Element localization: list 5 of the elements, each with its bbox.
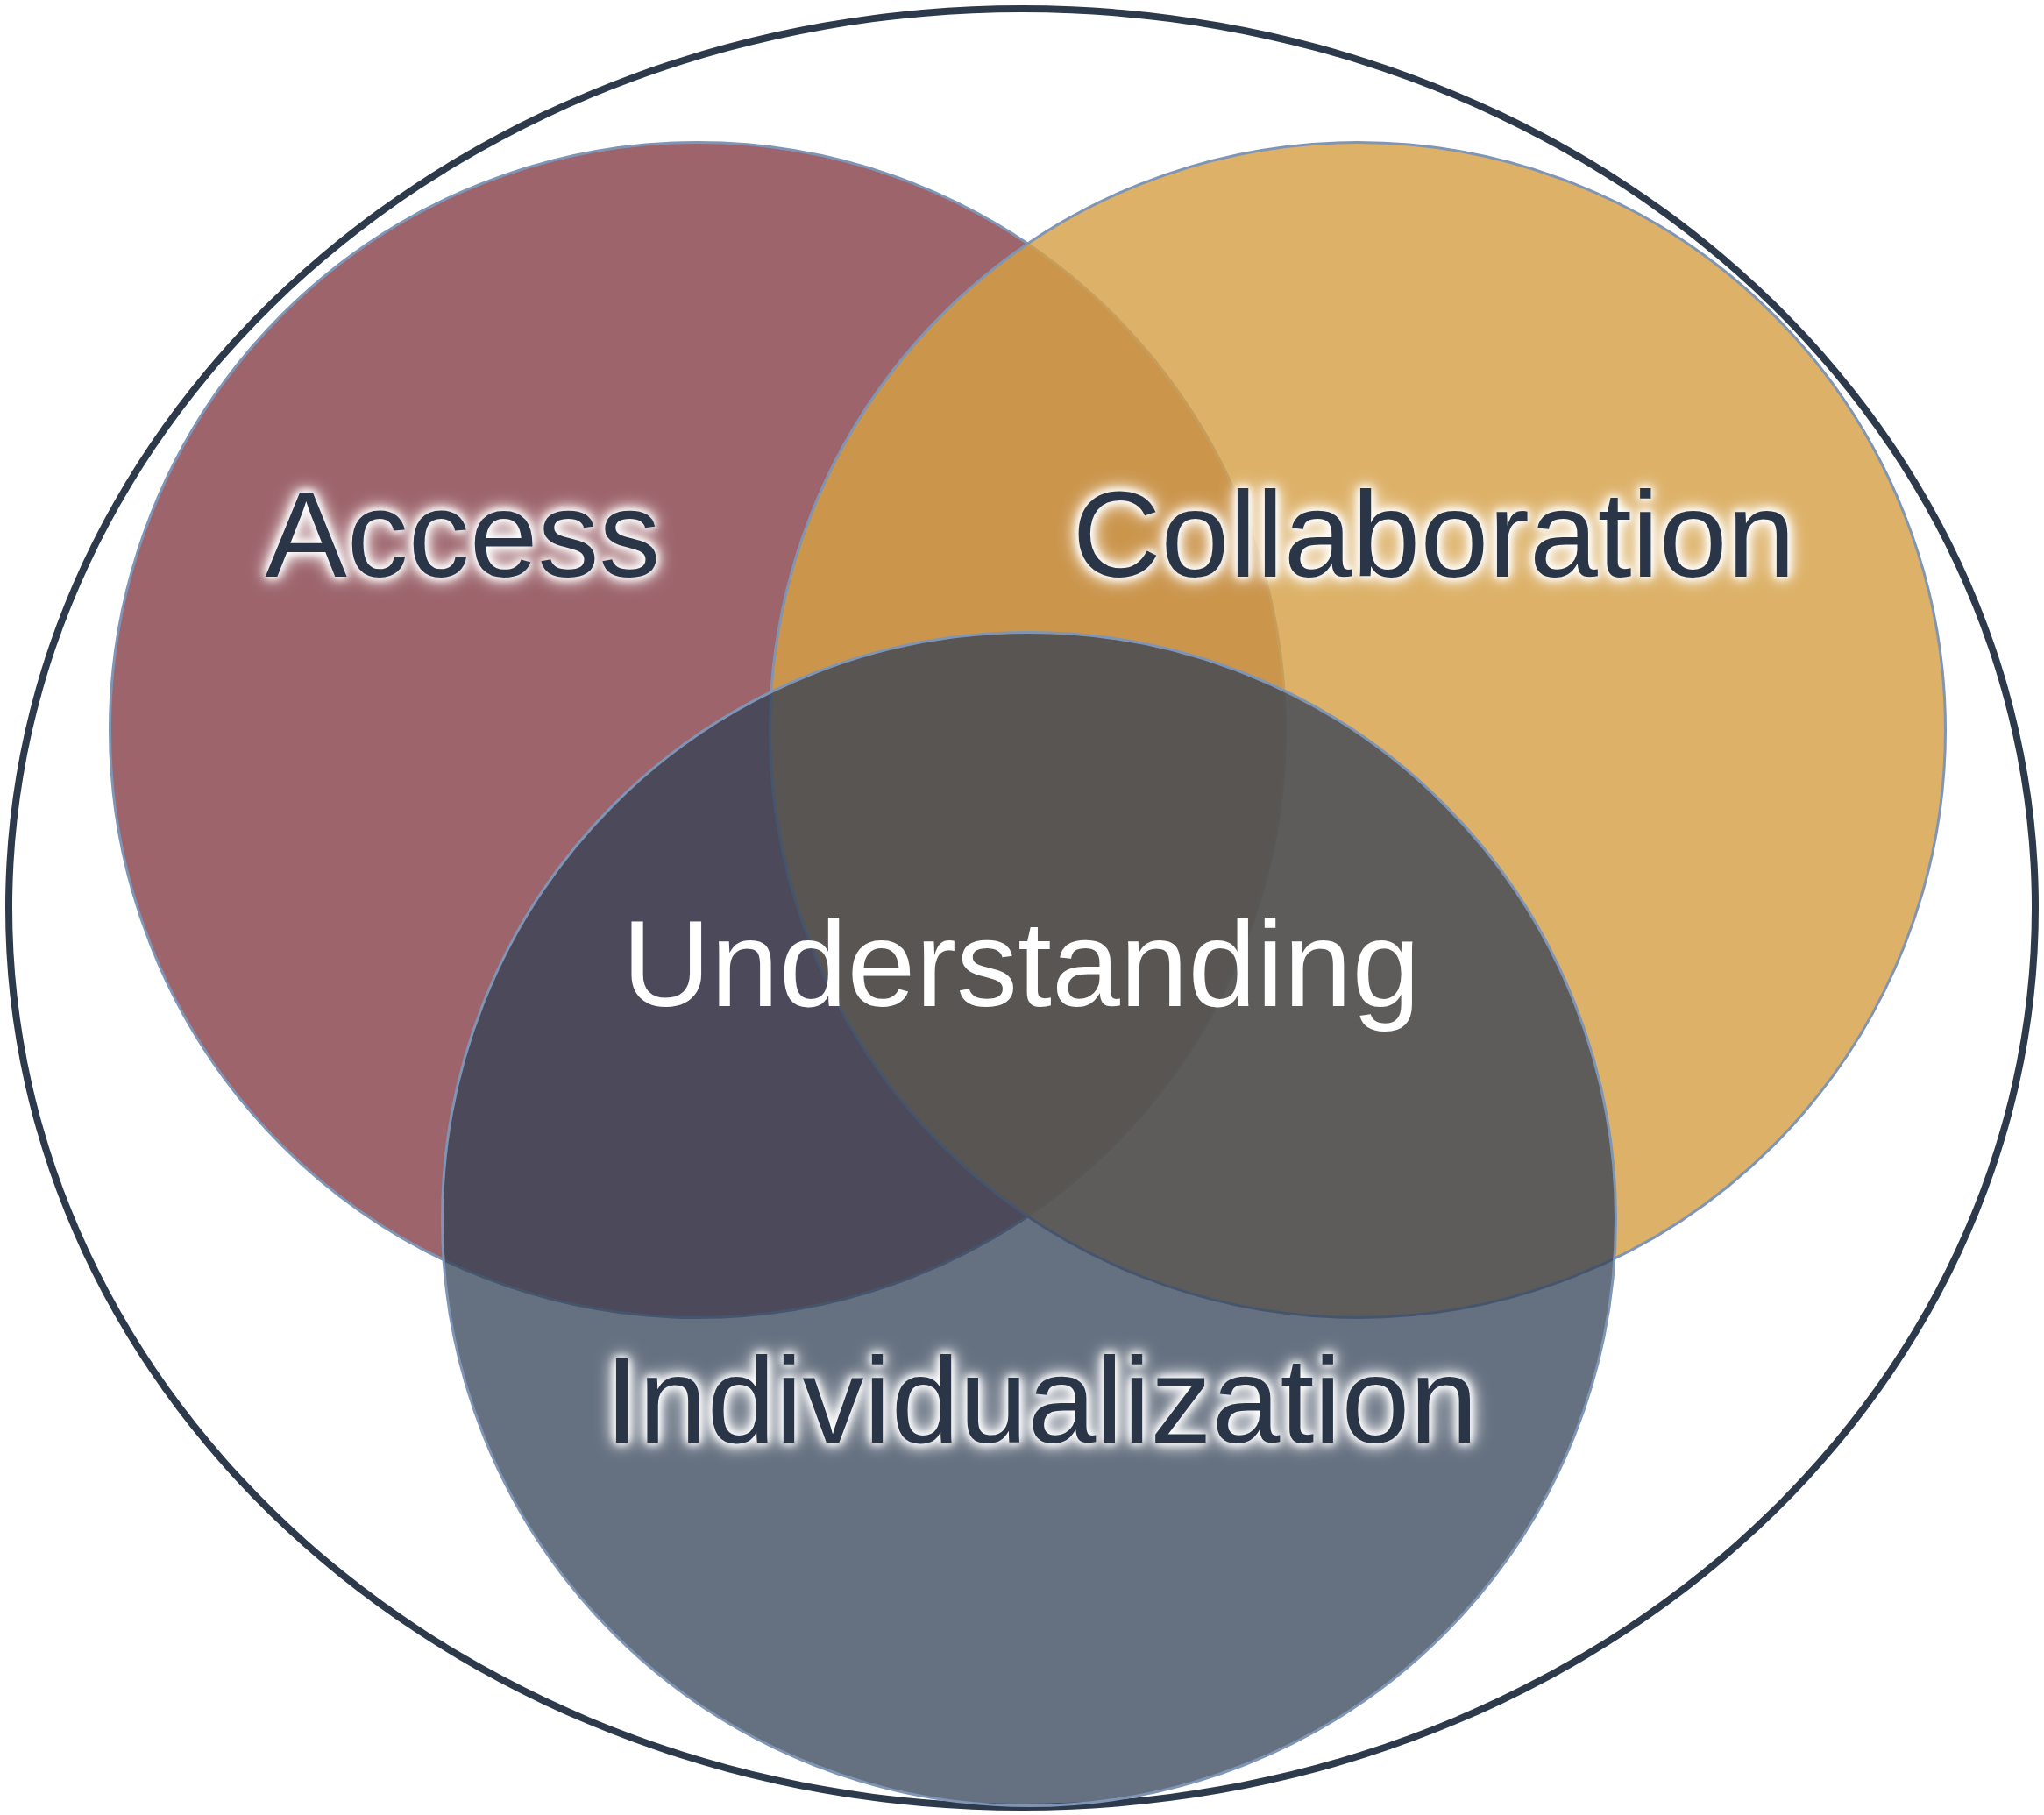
overlap-label: Understanding — [621, 894, 1421, 1034]
circle-label: Collaboration — [1072, 464, 1796, 605]
circle-label: Access — [265, 464, 661, 605]
outer-ellipse — [5, 5, 2039, 1811]
circle-label: Individualization — [604, 1330, 1479, 1471]
